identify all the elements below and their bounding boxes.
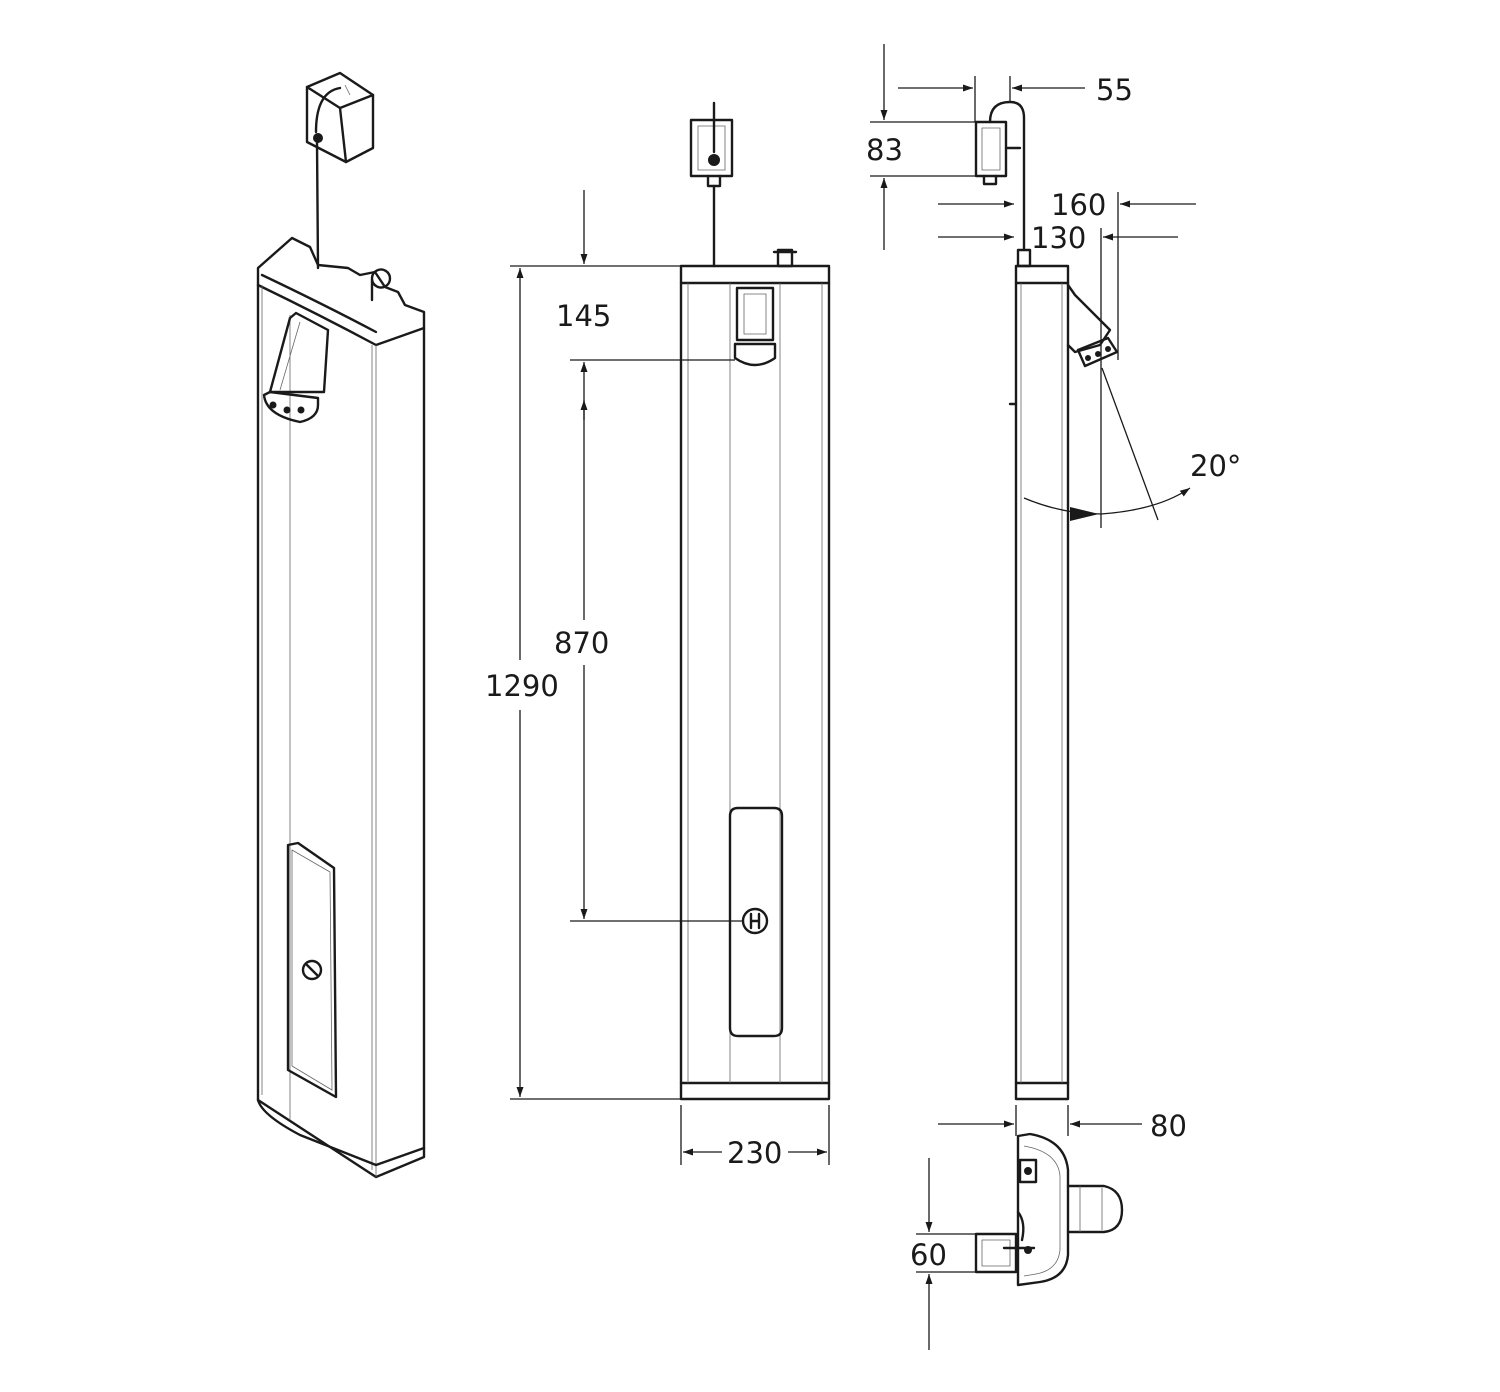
dim-panel-width-label: 230 xyxy=(727,1136,782,1170)
dim-panel-depth-label: 80 xyxy=(1150,1109,1187,1143)
dim-overall-height-label: 1290 xyxy=(485,669,559,703)
dim-box-height-label: 83 xyxy=(866,133,903,167)
dim-head-projection-inner-label: 130 xyxy=(1031,221,1086,255)
dim-top-offset-label: 145 xyxy=(556,299,611,333)
front-junction-box xyxy=(689,101,734,268)
iso-junction-box xyxy=(305,71,375,164)
front-shower-head xyxy=(733,286,777,367)
dim-spray-angle-label: 20° xyxy=(1190,449,1241,483)
side-view xyxy=(974,100,1119,1101)
dim-head-to-button-label: 870 xyxy=(554,626,609,660)
side-panel xyxy=(1008,264,1070,1101)
side-junction-box xyxy=(974,100,1032,268)
side-dimension-lines xyxy=(870,44,1196,1136)
front-access-panel xyxy=(728,806,784,1038)
dim-box-width-label: 55 xyxy=(1096,73,1133,107)
iso-access-panel xyxy=(286,841,338,1099)
iso-shower-head xyxy=(262,311,330,424)
dim-head-projection-outer-label: 160 xyxy=(1051,188,1106,222)
iso-panel xyxy=(256,236,426,1179)
iso-cable xyxy=(315,140,320,270)
front-panel xyxy=(679,248,831,1101)
side-shower-head xyxy=(1066,283,1119,368)
top-dimension-lines xyxy=(916,1158,976,1350)
top-view xyxy=(974,1132,1124,1287)
dim-bottom-offset-label: 60 xyxy=(910,1238,947,1272)
front-dimension-lines xyxy=(510,190,830,1165)
front-view xyxy=(679,101,831,1101)
isometric-view xyxy=(256,71,426,1179)
